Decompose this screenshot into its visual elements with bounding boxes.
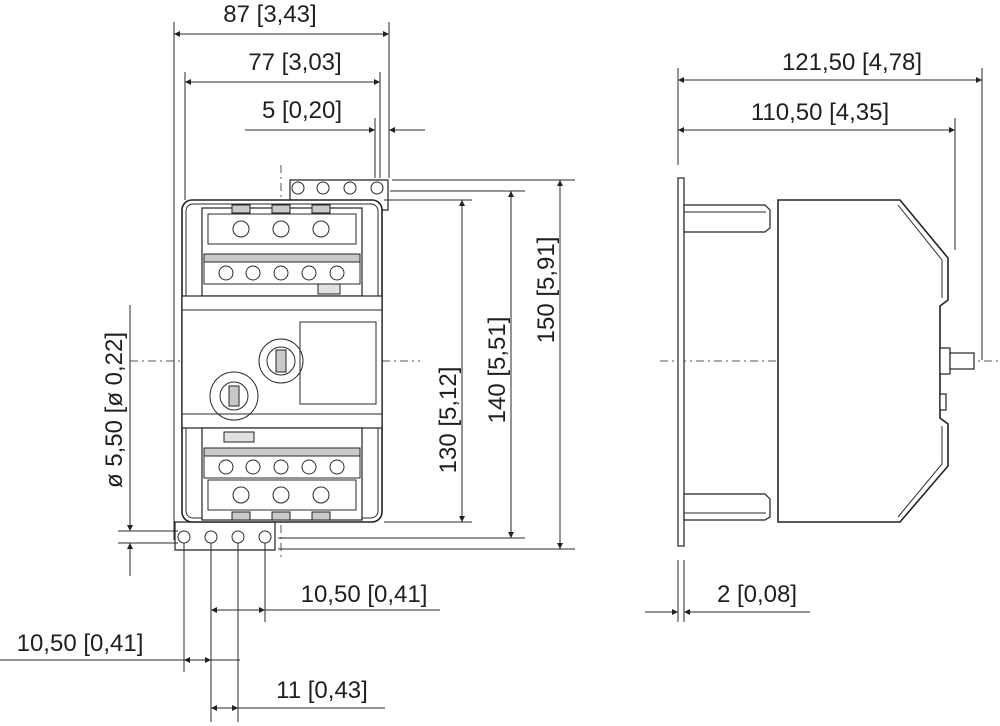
dim-side-depth-total: 121,50 [4,78] <box>782 49 922 76</box>
side-dimensions: 121,50 [4,78] 110,50 [4,35] 2 [0,08] <box>645 49 983 622</box>
dim-height-140: 140 [5,51] <box>484 317 511 424</box>
dim-offset: 5 [0,20] <box>262 97 342 124</box>
dim-pitch-c: 11 [0,43] <box>276 677 368 704</box>
dim-side-depth: 110,50 [4,35] <box>751 99 889 126</box>
front-view <box>130 165 420 560</box>
dim-pitch-a: 10,50 [0,41] <box>301 581 428 608</box>
dim-pitch-b: 10,50 [0,41] <box>17 630 144 657</box>
side-view <box>660 177 998 547</box>
front-dimensions: 87 [3,43] 77 [3,03] 5 [0,20] 130 [5,12] … <box>0 1 575 722</box>
dim-overall-width: 87 [3,43] <box>223 1 316 28</box>
dim-height-130: 130 [5,12] <box>435 367 462 474</box>
dim-plate-thickness: 2 [0,08] <box>717 581 797 608</box>
dim-hole-diameter: ø 5,50 [ø 0,22] <box>101 332 128 488</box>
dim-height-150: 150 [5,91] <box>533 237 560 344</box>
dim-mount-width: 77 [3,03] <box>248 49 341 76</box>
